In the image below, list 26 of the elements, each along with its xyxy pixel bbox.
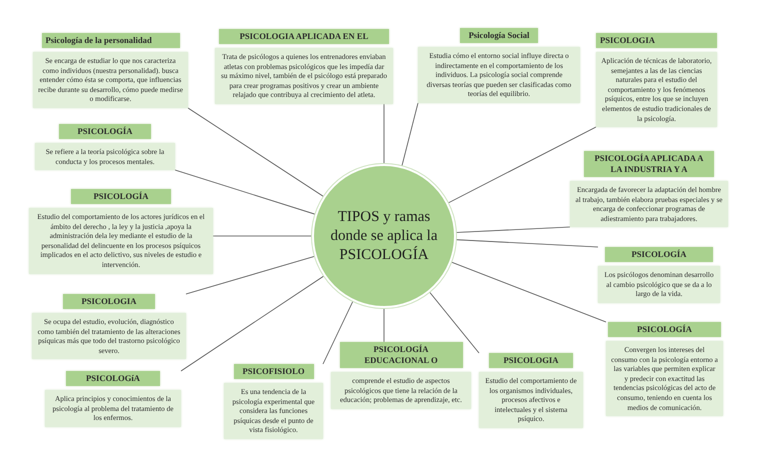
topic-heading: PSICOLOGÍA [71, 189, 171, 204]
connector-line [322, 300, 354, 364]
topic-heading: PSICOLOGIA [596, 33, 717, 48]
topic-heading: PSICOLOGÍA [608, 322, 721, 337]
topic-heading: PSICOFISIOLO [234, 364, 314, 379]
topic-heading: Psicología de la personalidad [42, 33, 180, 48]
topic-heading: Psicología Social [460, 28, 538, 43]
connector-line [450, 262, 606, 322]
topic-heading: PSICOLOGIA [63, 294, 155, 309]
topic-heading: PSICOLOGIA [489, 353, 573, 368]
connector-line [456, 226, 570, 233]
connector-line [186, 256, 316, 294]
topic-heading: PSICOLOGÍA EDUCACIONAL O [340, 342, 462, 368]
topic-heading: PSICOLOGÍA [59, 124, 151, 139]
connector-line [448, 126, 596, 204]
topic-heading: PSICOLOGIA APLICADA EN EL [219, 29, 389, 44]
topic-heading: PSICOLOGíA [66, 371, 160, 386]
center-circle: TIPOS y ramas donde se aplica la PSICOLOGÍA [312, 164, 456, 308]
connector-line [188, 108, 324, 198]
connector-line [174, 170, 316, 215]
connector-line [180, 275, 324, 372]
connector-line [456, 239, 598, 248]
topic-heading: PSICOLOGÍA APLICADA A LA INDUSTRIA Y A [584, 151, 714, 177]
topic-heading: PSICOLOGÍA [605, 247, 713, 262]
connector-line [401, 102, 418, 167]
connector-line [428, 292, 480, 354]
